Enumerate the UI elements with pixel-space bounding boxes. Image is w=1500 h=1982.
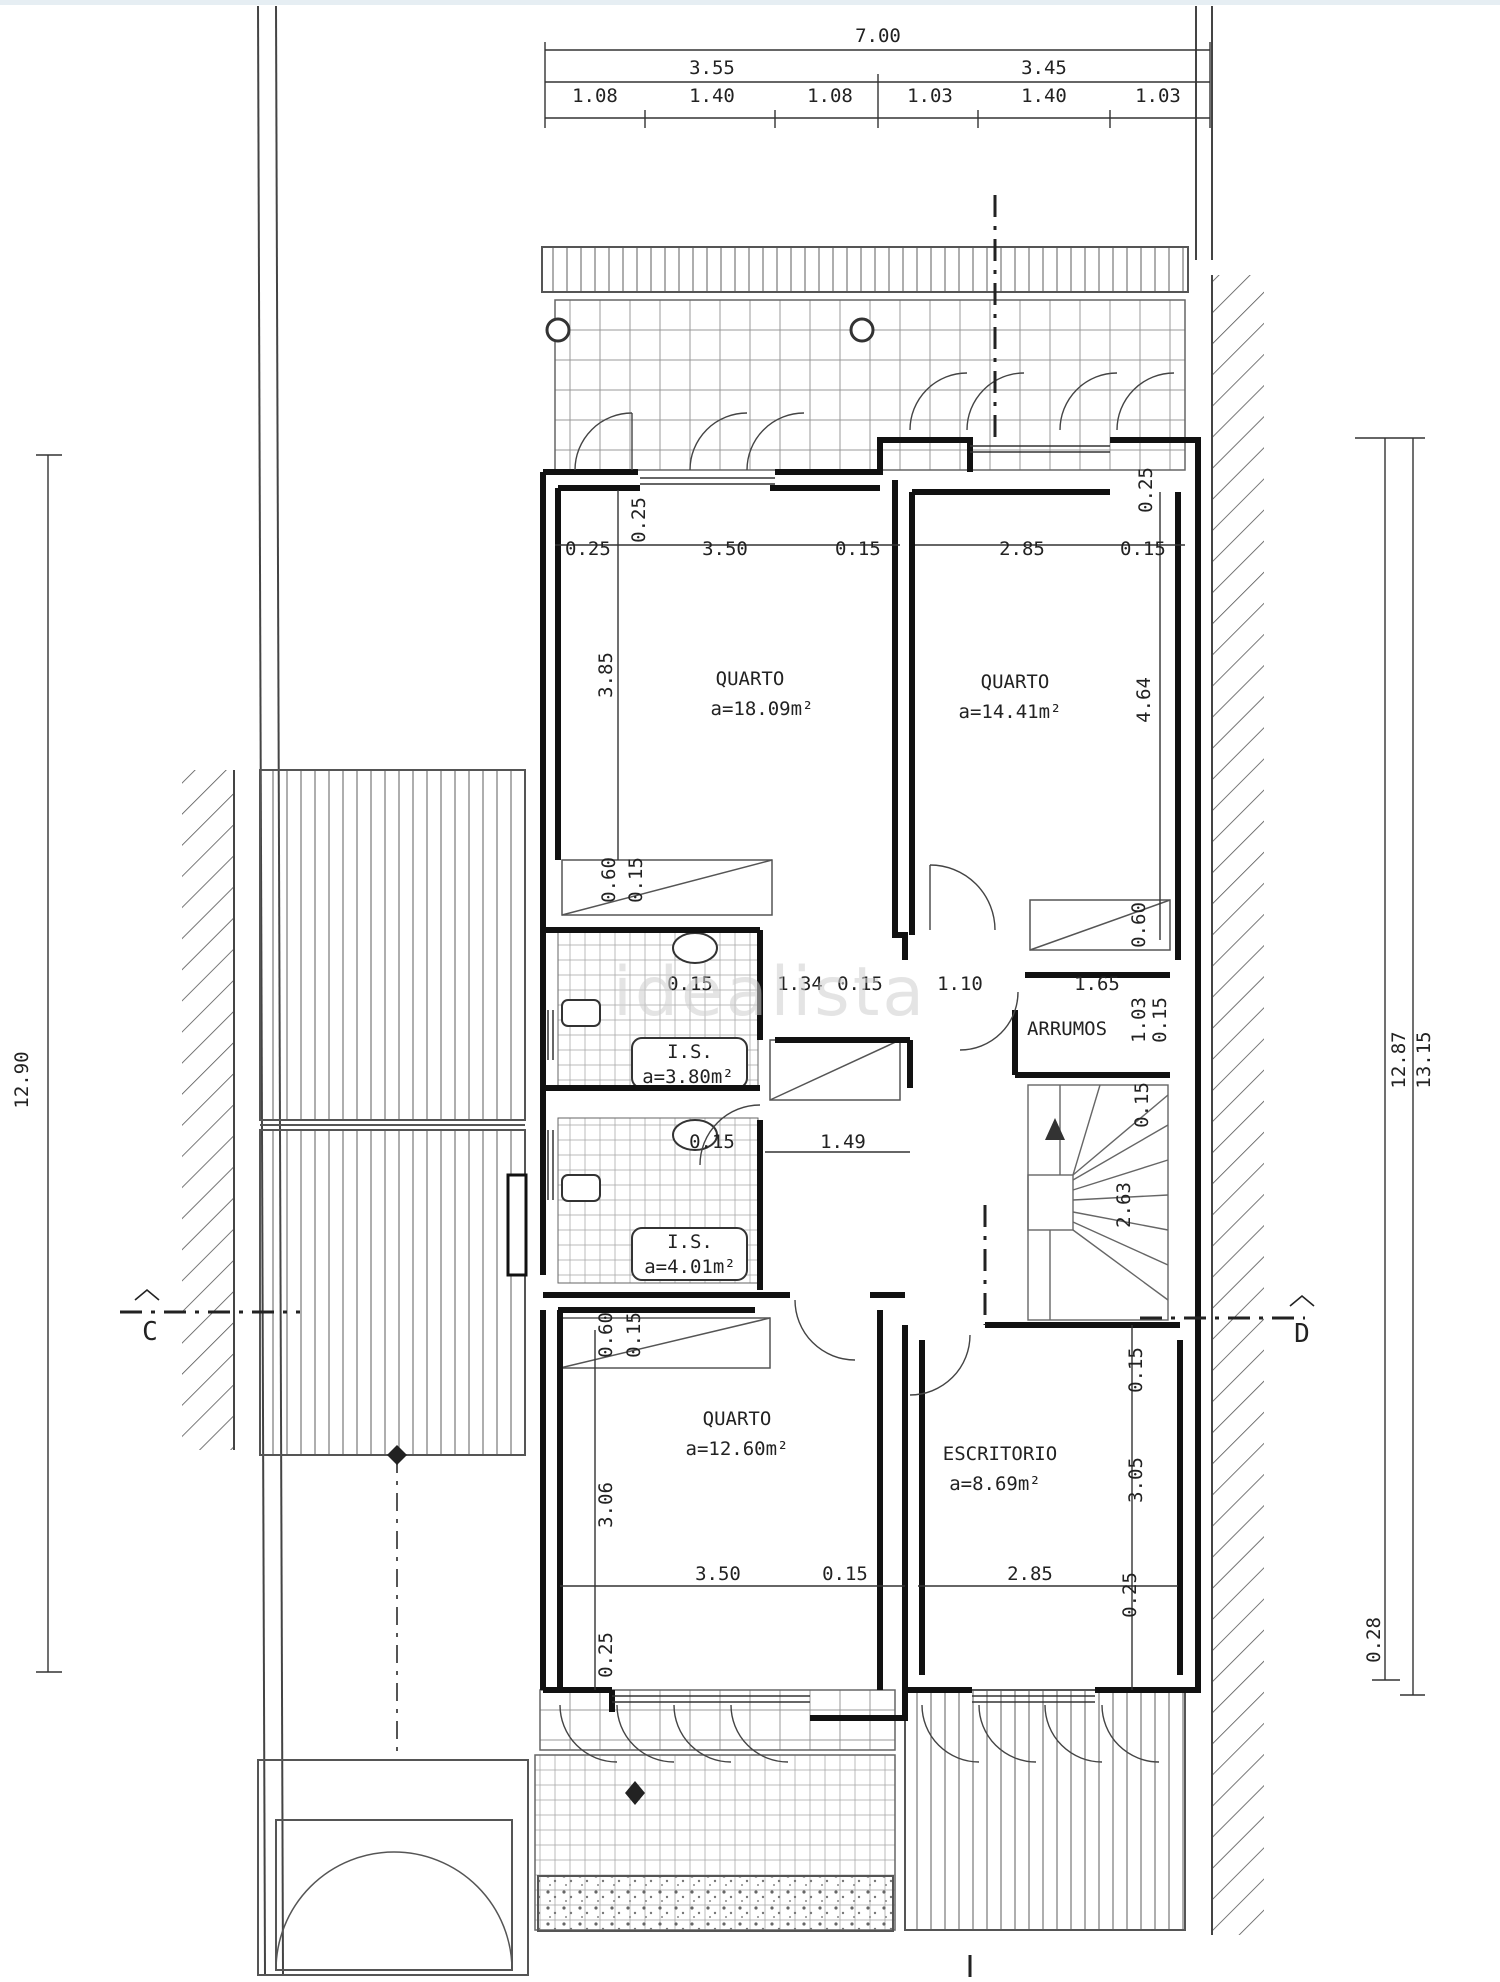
bottom-terraces xyxy=(534,1689,1186,1932)
dim-right-small: 0.28 xyxy=(1363,1617,1385,1663)
dim-bed1-top: 0.25 xyxy=(628,497,650,543)
dim-hall-7: 0.15 xyxy=(1149,997,1171,1043)
radiator xyxy=(506,1173,528,1277)
neighbour-hatching xyxy=(182,275,1264,1935)
dim-bed2-depth: 4.64 xyxy=(1133,677,1155,723)
room-3-name: I.S. xyxy=(667,1041,713,1063)
dim-bed1-wall: 0.25 xyxy=(565,538,611,560)
dim-hall-3: 0.15 xyxy=(837,973,883,995)
dim-left-total: 12.90 xyxy=(11,1051,33,1108)
room-6-area: a=12.60m² xyxy=(686,1438,789,1460)
dim-bed3-wall: 0.15 xyxy=(623,1312,645,1358)
dim-top-part-3: 1.08 xyxy=(807,85,853,107)
room-6-name: QUARTO xyxy=(703,1408,772,1430)
door-swings xyxy=(559,372,1175,1763)
dim-hall-5: 1.65 xyxy=(1074,973,1120,995)
dim-top-part-2: 1.40 xyxy=(689,85,735,107)
dim-right-inner: 12.87 xyxy=(1388,1031,1410,1088)
dim-bed1-partition: 0.15 xyxy=(835,538,881,560)
dim-bed3-depth: 3.06 xyxy=(595,1482,617,1528)
bathroom-tiles xyxy=(557,927,759,1284)
dim-bed3-partition: 0.15 xyxy=(822,1563,868,1585)
dim-office-bottom: 0.25 xyxy=(1119,1572,1141,1618)
terrace-arrow-icon xyxy=(625,1781,645,1805)
bedroom-2-dimensions: 2.85 0.15 0.25 4.64 xyxy=(999,467,1166,723)
dim-closet1-wall: 0.15 xyxy=(625,857,647,903)
dim-top-total: 7.00 xyxy=(855,25,901,47)
top-terrace xyxy=(541,246,1189,471)
left-decking xyxy=(257,769,529,1976)
dim-bed2-wall: 0.15 xyxy=(1120,538,1166,560)
office-dimensions: 0.15 3.05 2.85 0.25 xyxy=(1007,1347,1147,1618)
room-3-area: a=3.80m² xyxy=(642,1066,734,1088)
lower-hall-dimensions: 0.15 1.49 0.15 2.63 xyxy=(689,1082,1153,1228)
dim-top-part-5: 1.40 xyxy=(1021,85,1067,107)
watermark: idealista xyxy=(613,953,927,1032)
room-5-area: a=4.01m² xyxy=(644,1256,736,1278)
dim-hall-4: 1.10 xyxy=(937,973,983,995)
room-5-name: I.S. xyxy=(667,1231,713,1253)
dimension-lines xyxy=(36,42,1425,1696)
top-edge xyxy=(0,0,1500,5)
top-dimensions: 7.00 3.55 3.45 1.08 1.40 1.08 1.03 1.40 … xyxy=(572,25,1181,107)
dim-closet1-depth: 0.60 xyxy=(598,857,620,903)
closets xyxy=(559,859,1171,1369)
dim-lhall-1: 0.15 xyxy=(689,1131,735,1153)
room-1-area: a=18.09m² xyxy=(711,698,814,720)
dim-office-top: 0.15 xyxy=(1125,1347,1147,1393)
dim-lhall-3: 0.15 xyxy=(1131,1082,1153,1128)
section-mark-c: C xyxy=(142,1317,158,1347)
dim-right-outer: 13.15 xyxy=(1413,1031,1435,1088)
dim-bed3-bottom: 0.25 xyxy=(595,1632,617,1678)
room-4-name: ARRUMOS xyxy=(1027,1018,1107,1040)
hall-dimensions: 0.15 1.34 0.15 1.10 1.65 1.03 0.15 xyxy=(667,973,1171,1043)
dim-top-part-6: 1.03 xyxy=(1135,85,1181,107)
room-7-area: a=8.69m² xyxy=(949,1473,1041,1495)
dim-bed2-width: 2.85 xyxy=(999,538,1045,560)
dim-hall-1: 0.15 xyxy=(667,973,713,995)
dim-top-part-4: 1.03 xyxy=(907,85,953,107)
dim-top-half-1: 3.55 xyxy=(689,57,735,79)
dim-bed2-top: 0.25 xyxy=(1135,467,1157,513)
dim-top-part-1: 1.08 xyxy=(572,85,618,107)
room-2-name: QUARTO xyxy=(981,671,1050,693)
dim-lhall-4: 2.63 xyxy=(1113,1182,1135,1228)
dim-closet2-depth: 0.60 xyxy=(1128,902,1150,948)
room-labels: QUARTO a=18.09m² QUARTO a=14.41m² I.S. a… xyxy=(642,668,1107,1495)
dim-bed1-depth: 3.85 xyxy=(595,652,617,698)
bedroom-3-dimensions: 0.60 0.15 3.06 3.50 0.15 0.25 xyxy=(595,1312,868,1678)
room-2-area: a=14.41m² xyxy=(959,701,1062,723)
dim-lhall-2: 1.49 xyxy=(820,1131,866,1153)
closet-dimensions: 0.60 0.15 0.60 xyxy=(598,857,1150,948)
dim-office-depth: 3.05 xyxy=(1125,1457,1147,1503)
room-7-name: ESCRITORIO xyxy=(943,1443,1057,1465)
entrance-arrow-icon xyxy=(387,1445,407,1465)
bedroom-1-dimensions: 0.25 3.50 0.15 0.25 3.85 xyxy=(565,497,881,698)
room-1-name: QUARTO xyxy=(716,668,785,690)
dim-bed3-closet: 0.60 xyxy=(595,1312,617,1358)
dim-top-half-2: 3.45 xyxy=(1021,57,1067,79)
dim-hall-6: 1.03 xyxy=(1128,997,1150,1043)
dim-bed3-width: 3.50 xyxy=(695,1563,741,1585)
stairs xyxy=(1027,1084,1169,1321)
dim-hall-2: 1.34 xyxy=(777,973,823,995)
dim-bed1-width: 3.50 xyxy=(702,538,748,560)
section-cut-lines xyxy=(120,195,1315,1982)
section-mark-d: D xyxy=(1294,1319,1310,1349)
dim-office-width: 2.85 xyxy=(1007,1563,1053,1585)
walls xyxy=(540,437,1201,1721)
windows xyxy=(547,445,1110,1703)
